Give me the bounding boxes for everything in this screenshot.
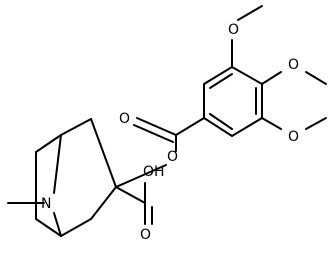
- atom-label-o-para: O: [288, 57, 299, 73]
- meta-top-methyl-bond: [237, 5, 263, 21]
- meta-bottom-o-bond: [261, 117, 282, 130]
- atom-label-o-carbonyl-acid: O: [140, 227, 151, 243]
- tropane-bond-c2-c3: [90, 118, 117, 188]
- tropane-bond-c7-c1: [35, 134, 62, 153]
- para-o-bond: [261, 71, 282, 85]
- methoxy-groups: [231, 5, 327, 130]
- tropane-bond-c1-c2: [60, 118, 92, 136]
- o-ester-c3-bond: [115, 164, 167, 188]
- atom-label-oh-acid: OH: [143, 164, 165, 180]
- aryl-carbonyl-bond: [175, 117, 205, 136]
- c3-carboxyl-bond: [115, 186, 146, 204]
- carboxylic-acid-group: [115, 182, 153, 225]
- tropane-bond-c4-c5: [60, 218, 92, 237]
- ester-carbonyl-double-bond-a: [136, 117, 177, 136]
- ring-bond-4: [231, 117, 263, 137]
- atom-label-o-meta-bottom: O: [288, 129, 299, 145]
- atom-label-n-bridge: N: [41, 196, 51, 212]
- tropane-bond-n-c5: [53, 212, 62, 237]
- atom-label-o-ester: O: [167, 149, 178, 165]
- trimethoxyphenyl-ring: [203, 66, 263, 137]
- ester-linkage: [115, 117, 205, 188]
- ring-inner-bond-1: [209, 73, 233, 89]
- atom-label-o-carbonyl-ester: O: [119, 111, 130, 127]
- meta-bottom-methyl-bond: [305, 117, 327, 130]
- ring-bond-5: [203, 117, 233, 137]
- atom-label-o-meta-top: O: [228, 22, 239, 38]
- ring-bond-1: [203, 66, 233, 85]
- ester-carbonyl-double-bond-b: [133, 124, 174, 143]
- ring-bond-2: [231, 66, 263, 85]
- ring-inner-bond-3: [209, 113, 233, 130]
- tropane-bond-c5-c6: [35, 218, 62, 237]
- tropane-bond-c1-n: [53, 134, 62, 194]
- tropane-skeleton: [7, 118, 117, 237]
- para-methyl-bond: [305, 71, 327, 85]
- tropane-bond-c3-c4: [90, 186, 117, 220]
